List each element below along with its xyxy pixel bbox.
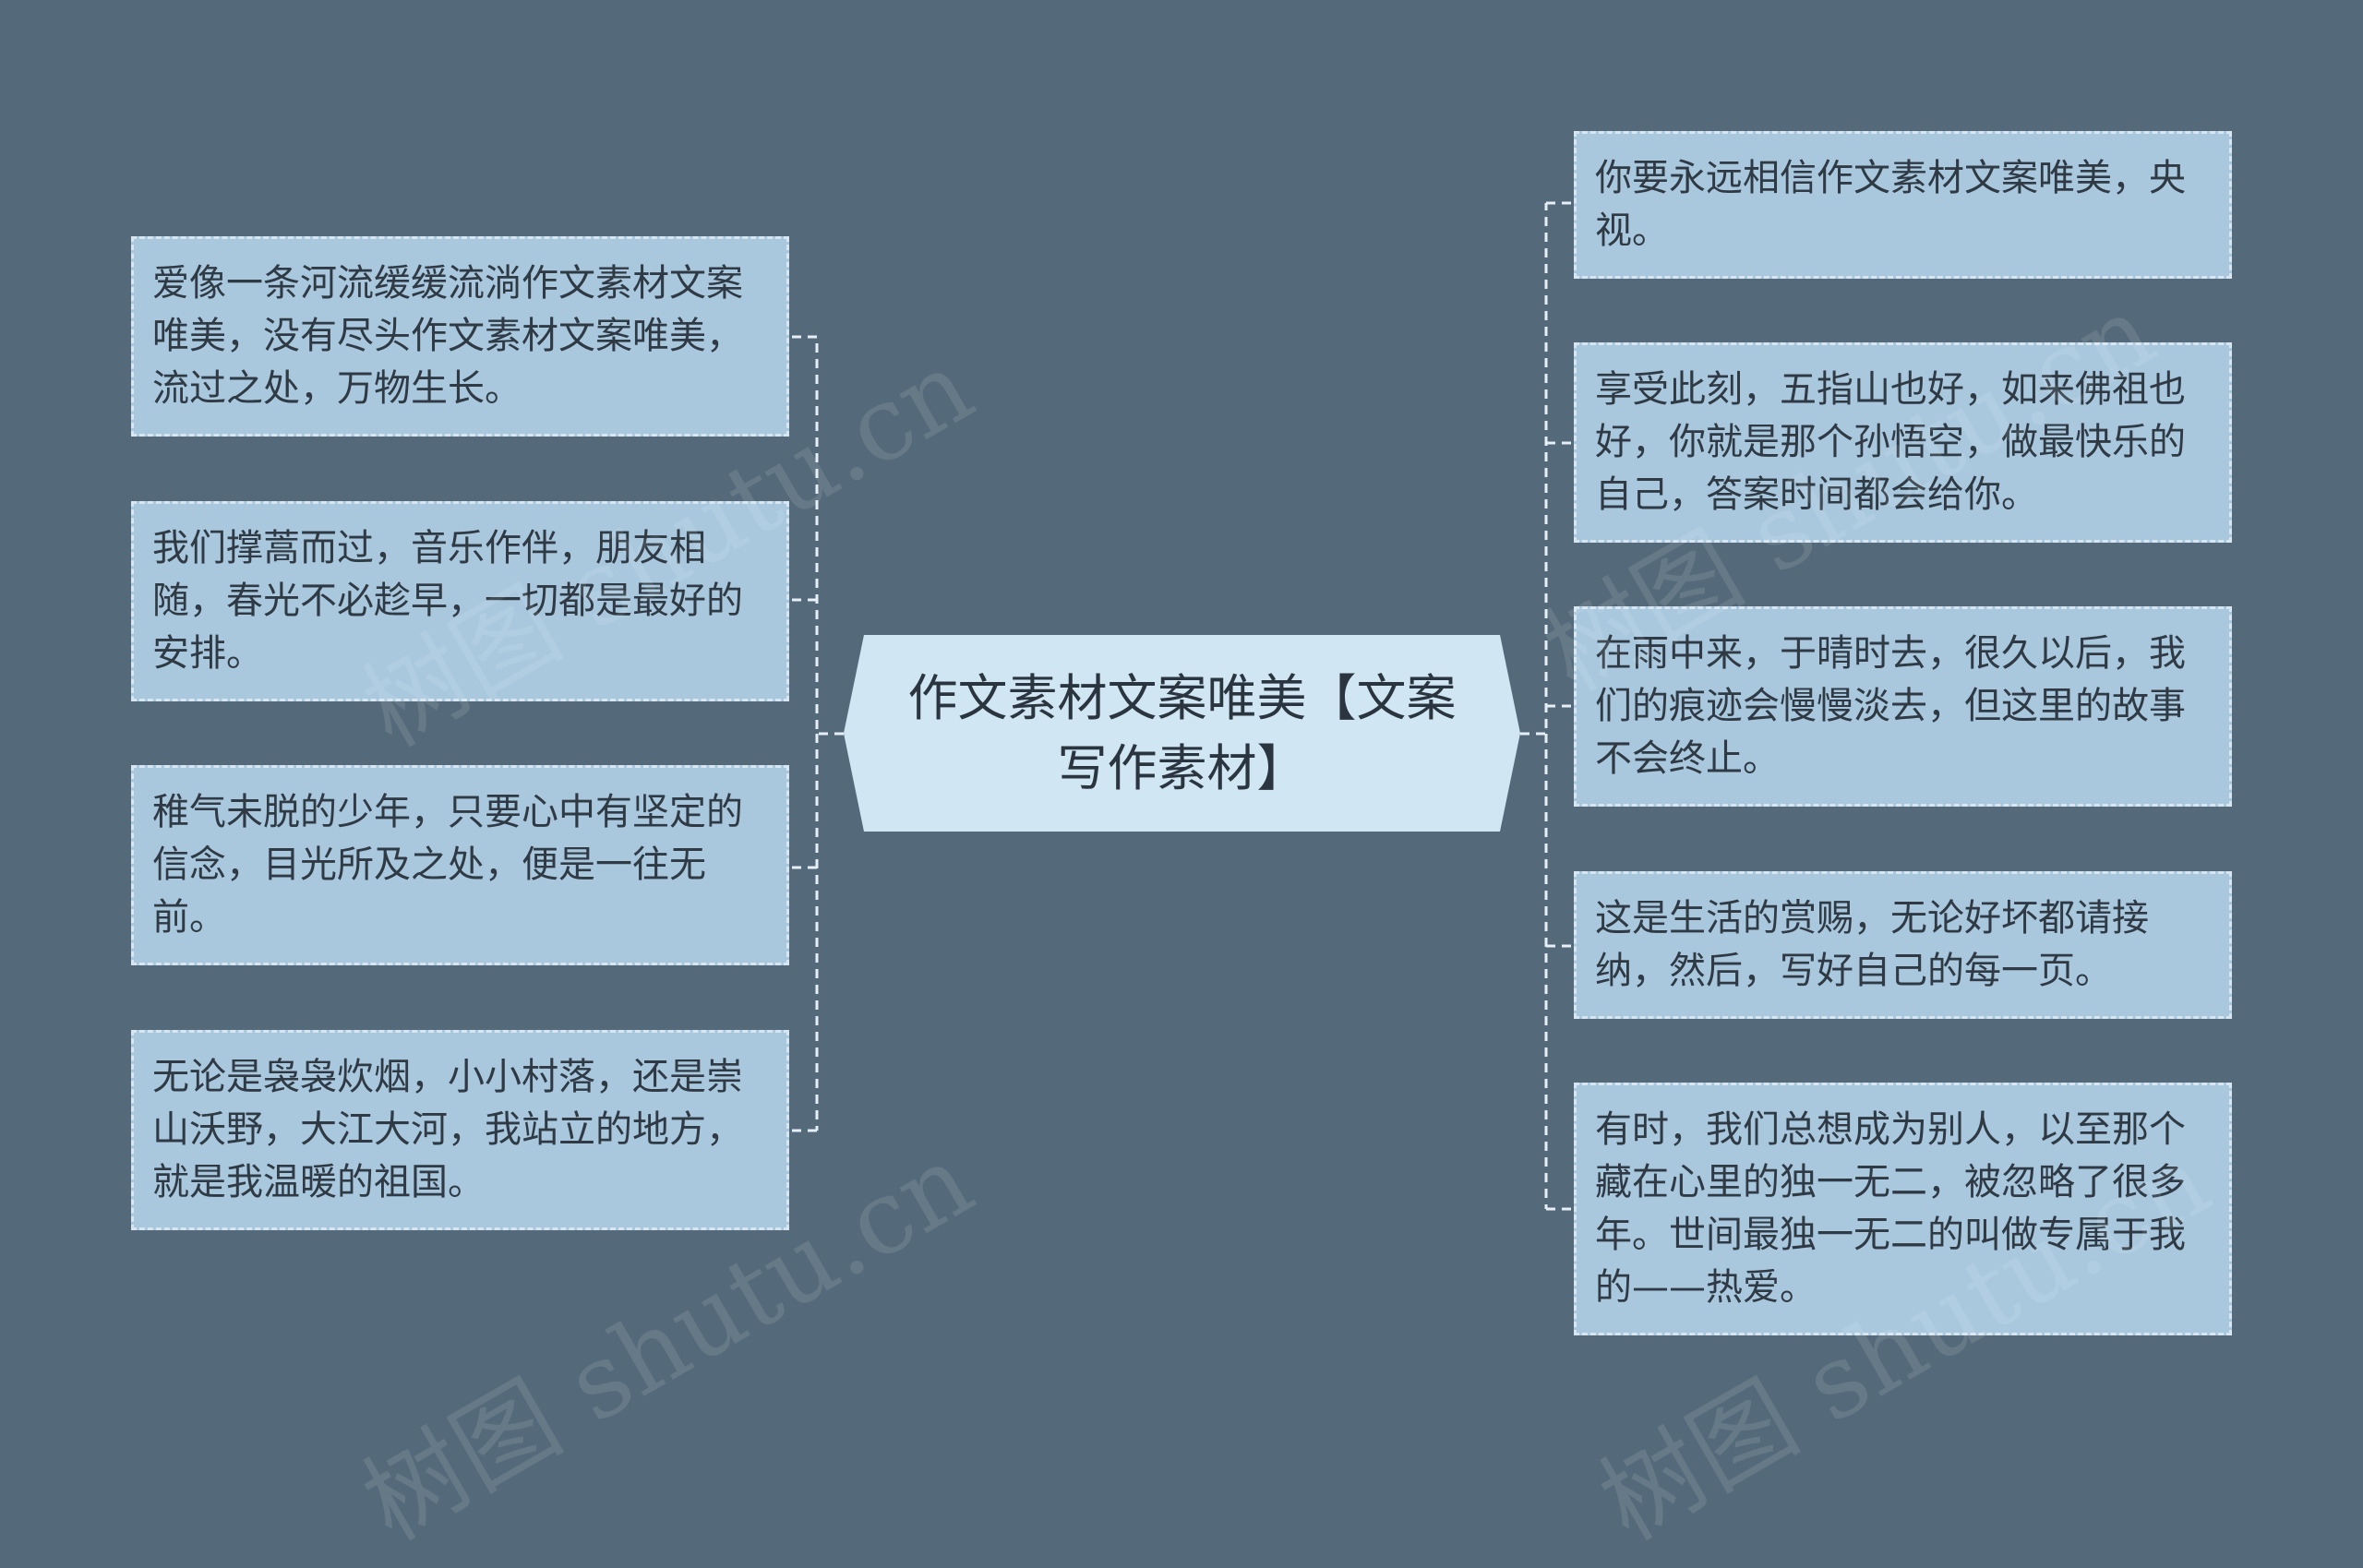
center-topic[interactable]: 作文素材文案唯美【文案写作素材】: [844, 635, 1520, 832]
right-node-1[interactable]: 你要永远相信作文素材文案唯美，央视。: [1574, 131, 2232, 279]
right-node-3[interactable]: 在雨中来，于晴时去，很久以后，我们的痕迹会慢慢淡去，但这里的故事不会终止。: [1574, 606, 2232, 807]
right-connector-trunk: [1520, 203, 1548, 1209]
right-node-5[interactable]: 有时，我们总想成为别人，以至那个藏在心里的独一无二，被忽略了很多年。世间最独一无…: [1574, 1083, 2232, 1335]
left-node-1[interactable]: 爱像一条河流缓缓流淌作文素材文案唯美，没有尽头作文素材文案唯美，流过之处，万物生…: [131, 236, 789, 437]
left-node-3[interactable]: 稚气未脱的少年，只要心中有坚定的信念，目光所及之处，便是一往无前。: [131, 765, 789, 965]
center-topic-title: 作文素材文案唯美【文案写作素材】: [907, 668, 1457, 797]
left-connector-trunk: [815, 337, 844, 1131]
connector-lines: [789, 201, 1574, 1211]
right-node-2[interactable]: 享受此刻，五指山也好，如来佛祖也好，你就是那个孙悟空，做最快乐的自己，答案时间都…: [1574, 342, 2232, 543]
left-node-2[interactable]: 我们撑蒿而过，音乐作伴，朋友相随，春光不必趁早，一切都是最好的安排。: [131, 501, 789, 701]
mind-map-canvas: 爱像一条河流缓缓流淌作文素材文案唯美，没有尽头作文素材文案唯美，流过之处，万物生…: [131, 131, 2232, 1562]
left-node-4[interactable]: 无论是袅袅炊烟，小小村落，还是崇山沃野，大江大河，我站立的地方，就是我温暖的祖国…: [131, 1030, 789, 1230]
right-node-4[interactable]: 这是生活的赏赐，无论好坏都请接纳，然后，写好自己的每一页。: [1574, 871, 2232, 1019]
